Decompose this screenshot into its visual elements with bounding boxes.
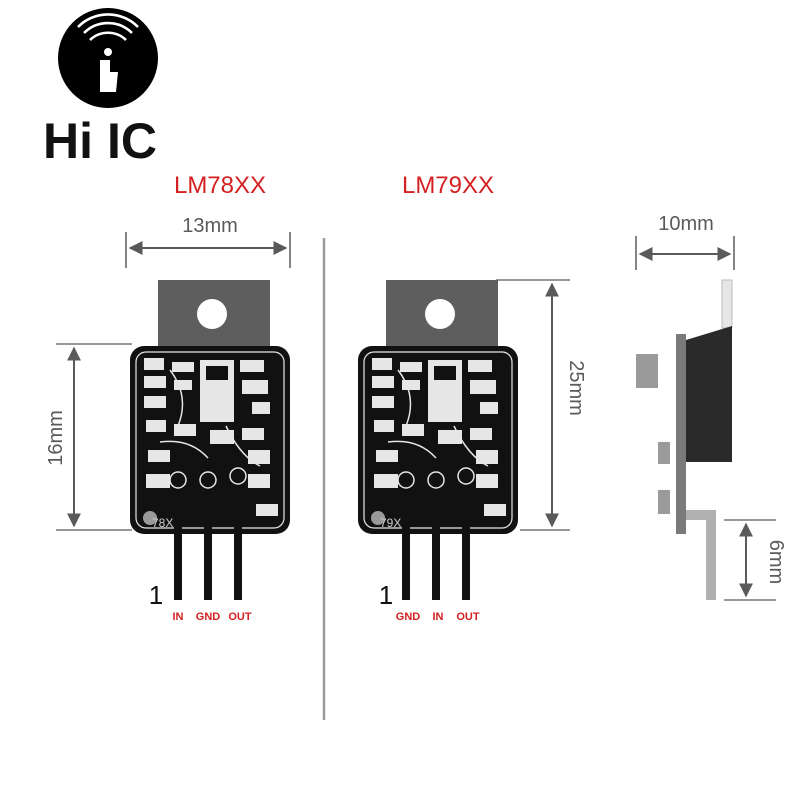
- logo-emblem-icon: [58, 8, 158, 108]
- pin1-marker: 1: [379, 580, 393, 610]
- side-view: 10mm 6mm: [635, 213, 787, 601]
- pin-leads: [397, 467, 475, 600]
- lead-length-label: 6mm: [765, 540, 787, 584]
- side-lead: [686, 510, 716, 600]
- side-component: [636, 354, 658, 388]
- pin-label-gnd: GND: [396, 611, 421, 623]
- module-title: LM79XX: [402, 172, 494, 199]
- regulator-body: [686, 326, 732, 462]
- module-title: LM78XX: [174, 172, 266, 199]
- pin1-marker: 1: [149, 580, 163, 610]
- pin-leads: [169, 467, 247, 600]
- mounting-hole: [197, 299, 227, 329]
- module-lm78xx: LM78XX 13mm 16mm 78XX 1 IN GND OUT: [45, 172, 291, 623]
- width-label: 13mm: [182, 215, 238, 237]
- mounting-hole: [425, 299, 455, 329]
- brand-logo: Hi IC: [43, 8, 158, 169]
- pin-label-in: IN: [433, 611, 444, 623]
- signal-waves-icon: [77, 13, 139, 41]
- hand-icon: [100, 60, 118, 92]
- side-component: [658, 442, 670, 464]
- pin-label-out: OUT: [228, 611, 252, 623]
- side-width-label: 10mm: [658, 213, 714, 235]
- pin-label-out: OUT: [456, 611, 480, 623]
- pin-label-gnd: GND: [196, 611, 221, 623]
- module-lm79xx: LM79XX 25mm 79XX 1 GND IN OUT: [357, 172, 587, 623]
- height-label: 16mm: [45, 410, 67, 466]
- logo-text: Hi IC: [43, 113, 157, 169]
- side-tab-edge: [721, 279, 733, 329]
- side-component: [658, 490, 670, 514]
- pin-label-in: IN: [173, 611, 184, 623]
- pcb-side: [676, 334, 686, 534]
- height-label: 25mm: [565, 360, 587, 416]
